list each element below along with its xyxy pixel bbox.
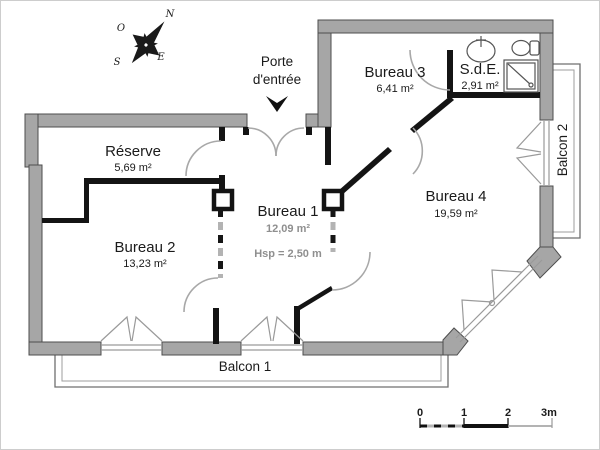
room-label-sde: S.d.E. <box>460 61 501 78</box>
compass-west-label: O <box>117 23 125 34</box>
interior-walls <box>42 50 540 344</box>
room-area-reserve: 5,69 m² <box>114 162 152 174</box>
scale-bar: 0 1 2 3m <box>417 407 557 428</box>
window-diagonal <box>455 255 543 343</box>
chamfer-wall-lower <box>442 327 469 356</box>
chamfer-wall-upper <box>526 246 562 279</box>
room-label-bureau-2: Bureau 2 <box>115 239 176 256</box>
room-label-reserve: Réserve <box>105 143 161 160</box>
scale-label-0: 0 <box>417 407 423 419</box>
diagonal-wall-lower <box>338 147 392 195</box>
room-area-bureau-1: 12,09 m² <box>266 223 310 235</box>
entrance-door-right-arc <box>275 127 305 157</box>
balcony-1-label: Balcon 1 <box>219 359 272 374</box>
toilet-icon <box>511 39 540 57</box>
shower-icon <box>503 59 539 93</box>
bureau4-lower-door-arc <box>331 251 371 291</box>
room-label-bureau-4: Bureau 4 <box>426 188 487 205</box>
scale-label-1: 1 <box>461 407 467 419</box>
compass-east-label: E <box>156 52 165 63</box>
entrance-arrow-icon <box>266 96 288 112</box>
reserve-door-arc <box>185 140 222 177</box>
entrance-label-line2: d'entrée <box>253 72 301 87</box>
room-area-bureau-2: 13,23 m² <box>123 258 167 270</box>
compass-rose-icon: N O E S <box>114 9 176 68</box>
scale-label-3m: 3m <box>541 407 557 419</box>
window-balcony-2 <box>515 121 550 185</box>
room-labels: Réserve 5,69 m² Bureau 2 13,23 m² Bureau… <box>105 61 500 270</box>
room-label-bureau-1: Bureau 1 <box>258 203 319 220</box>
sink-icon <box>466 36 496 63</box>
sde-door-arc <box>409 49 451 91</box>
partition-diagonal-small <box>298 286 333 310</box>
door-arcs <box>183 49 451 313</box>
window-bottom-1 <box>100 315 163 351</box>
balcony-2-label: Balcon 2 <box>555 124 570 177</box>
balcony-1-outline <box>54 352 449 388</box>
compass-south-label: S <box>114 57 121 68</box>
bureau4-door-arc <box>412 127 424 175</box>
diagonal-wall-upper <box>410 96 454 133</box>
bureau2-door-arc <box>183 277 219 313</box>
outer-walls <box>24 19 562 356</box>
room-hsp-bureau-1: Hsp = 2,50 m <box>254 248 322 260</box>
room-label-bureau-3: Bureau 3 <box>365 64 426 81</box>
room-area-bureau-3: 6,41 m² <box>376 83 414 95</box>
room-area-bureau-4: 19,59 m² <box>434 208 478 220</box>
room-area-sde: 2,91 m² <box>461 80 499 92</box>
pillar-left <box>211 188 235 212</box>
balcony-2-outline <box>550 63 581 239</box>
entrance-label-line1: Porte <box>261 54 293 69</box>
compass-north-label: N <box>165 9 176 20</box>
scale-label-2: 2 <box>505 407 511 419</box>
window-bottom-2 <box>240 315 304 351</box>
pillar-right <box>321 188 345 212</box>
sde-fixtures <box>466 36 540 93</box>
